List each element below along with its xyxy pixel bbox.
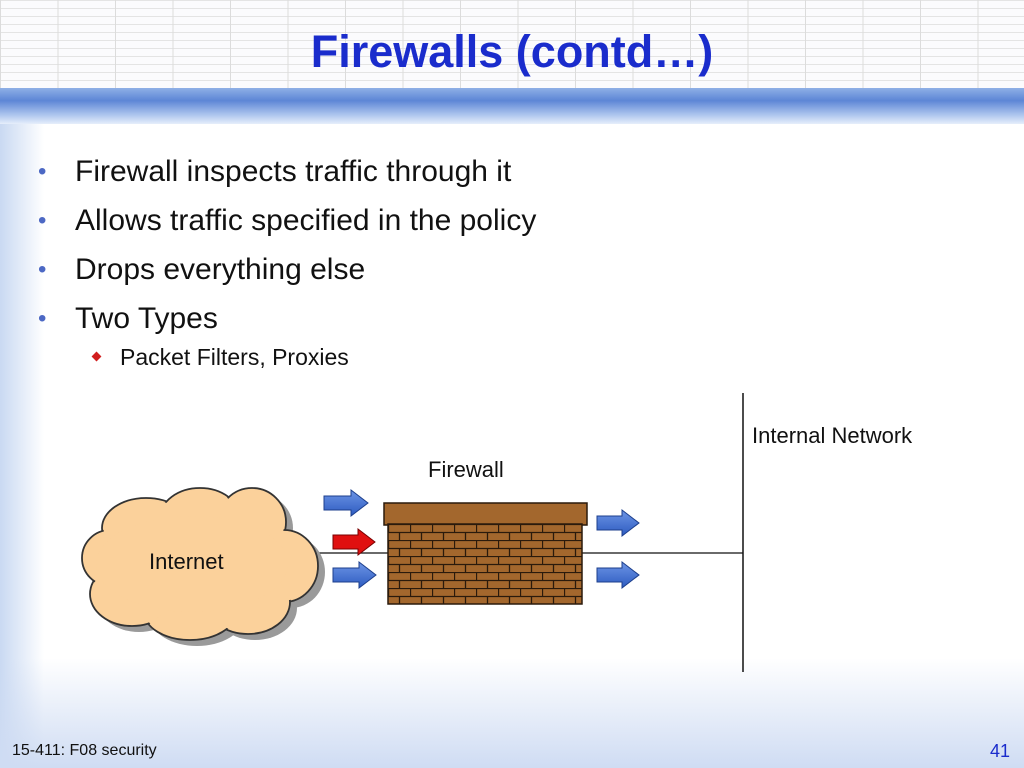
bullet-dot-icon: • [38, 207, 47, 234]
bullet-dot-icon: • [38, 256, 47, 283]
footer-course: 15-411: F08 security [12, 742, 157, 759]
arrow-dropped-icon [332, 527, 376, 557]
bullet-dot-icon: • [38, 305, 47, 332]
firewall-cap [383, 502, 588, 526]
internet-label: Internet [149, 549, 224, 574]
internal-network-label: Internal Network [752, 423, 913, 448]
arrow-allowed-icon [332, 560, 377, 590]
bullet-text: Drops everything else [75, 253, 366, 286]
left-gradient [0, 0, 44, 768]
bullet-item: • Firewall inspects traffic through it [38, 150, 536, 199]
footer-page-number: 41 [990, 741, 1011, 761]
header-grid [0, 0, 1024, 90]
bottom-gradient [0, 658, 1024, 768]
bullet-item: • Two Types [38, 297, 536, 346]
arrow-passed-icon [596, 508, 640, 538]
bullet-dot-icon: • [38, 158, 47, 185]
cloud-fill [83, 489, 317, 639]
sub-bullet-text: Packet Filters, Proxies [120, 344, 349, 370]
slide-title: Firewalls (contd…) [310, 26, 714, 77]
sub-bullet-item: Packet Filters, Proxies [38, 342, 536, 372]
bullet-item: • Allows traffic specified in the policy [38, 199, 536, 248]
arrow-allowed-icon [323, 488, 369, 518]
bullet-text: Firewall inspects traffic through it [75, 155, 512, 188]
bullet-text: Allows traffic specified in the policy [75, 204, 537, 237]
bullet-item: • Drops everything else [38, 248, 536, 297]
arrow-passed-icon [596, 560, 640, 590]
title-band [0, 88, 1024, 124]
bullet-text: Two Types [75, 302, 218, 335]
firewall-wall [387, 523, 583, 605]
bullet-list: • Firewall inspects traffic through it • A… [38, 150, 536, 372]
firewall-label: Firewall [428, 457, 504, 482]
